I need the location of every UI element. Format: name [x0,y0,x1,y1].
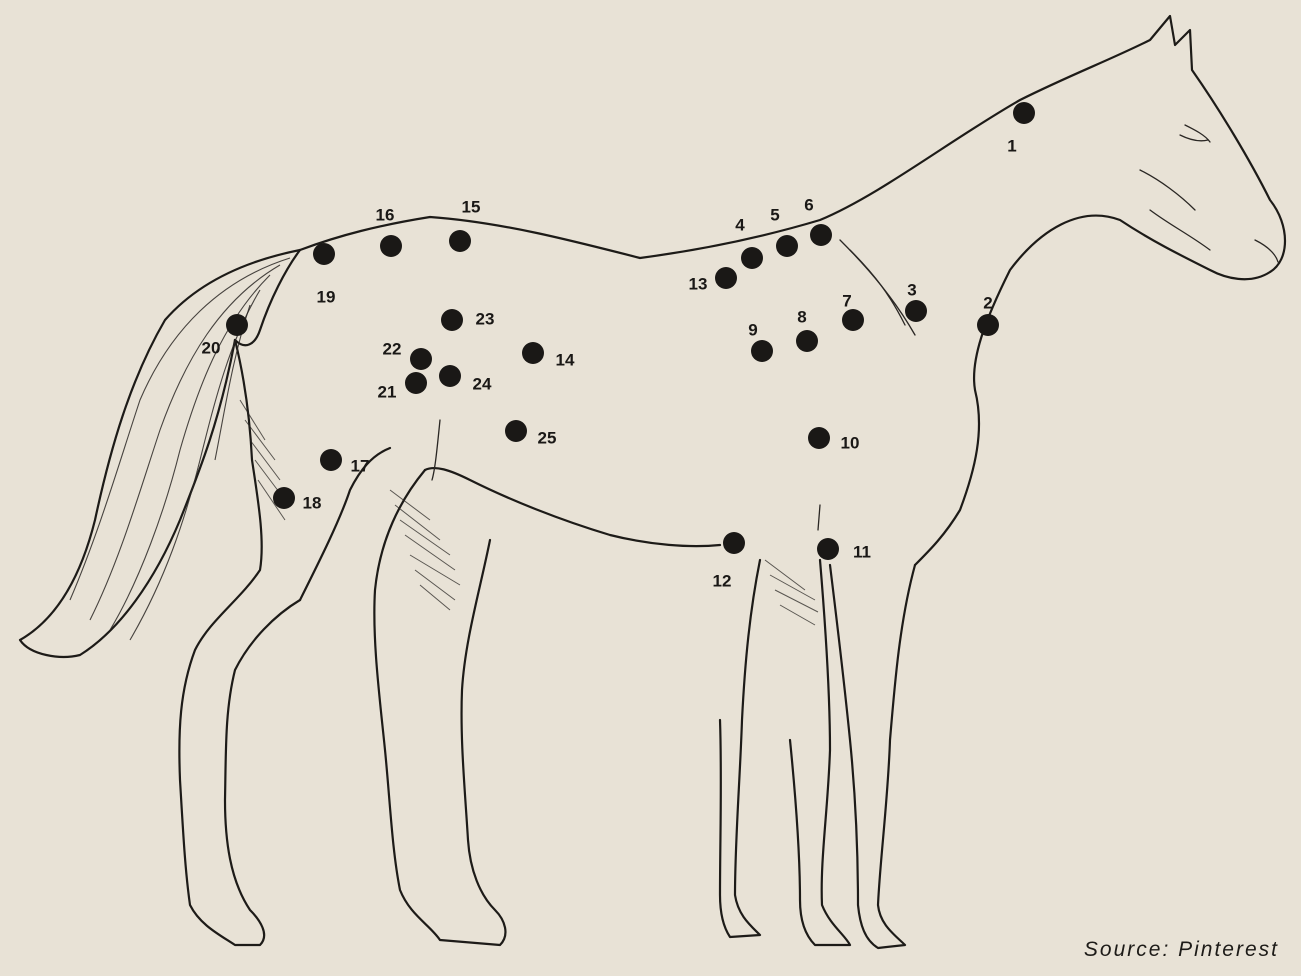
point-marker-25 [505,420,527,442]
point-marker-21 [405,372,427,394]
point-marker-2 [977,314,999,336]
point-marker-20 [226,314,248,336]
point-marker-23 [441,309,463,331]
point-marker-18 [273,487,295,509]
point-marker-7 [842,309,864,331]
horse-shading [240,400,818,625]
point-label-23: 23 [476,309,495,328]
point-marker-8 [796,330,818,352]
horse-outline [179,16,1285,948]
point-marker-10 [808,427,830,449]
point-marker-1 [1013,102,1035,124]
point-marker-16 [380,235,402,257]
point-marker-15 [449,230,471,252]
point-label-15: 15 [462,197,481,216]
point-label-16: 16 [376,205,395,224]
point-label-12: 12 [713,571,732,590]
point-label-8: 8 [797,307,806,326]
point-marker-14 [522,342,544,364]
point-label-20: 20 [202,338,221,357]
point-label-21: 21 [378,382,397,401]
point-label-1: 1 [1007,136,1016,155]
point-label-3: 3 [907,280,916,299]
point-label-11: 11 [853,542,871,561]
point-marker-17 [320,449,342,471]
source-caption: Source: Pinterest [1084,938,1279,962]
point-label-13: 13 [689,274,708,293]
point-label-17: 17 [351,456,370,475]
point-label-6: 6 [804,195,813,214]
point-label-4: 4 [735,215,745,234]
point-marker-12 [723,532,745,554]
point-label-5: 5 [770,205,779,224]
point-marker-13 [715,267,737,289]
point-marker-24 [439,365,461,387]
point-label-18: 18 [303,493,322,512]
point-label-24: 24 [473,374,492,393]
point-marker-3 [905,300,927,322]
point-marker-11 [817,538,839,560]
point-marker-4 [741,247,763,269]
point-marker-6 [810,224,832,246]
point-label-7: 7 [842,291,851,310]
point-label-19: 19 [317,287,336,306]
point-marker-5 [776,235,798,257]
point-label-14: 14 [556,350,575,369]
point-label-22: 22 [383,339,402,358]
point-label-9: 9 [748,320,757,339]
point-label-25: 25 [538,428,557,447]
point-marker-19 [313,243,335,265]
point-label-2: 2 [983,293,992,312]
acupuncture-points: 1234567891011121314151617181920212223242… [202,102,1035,590]
point-marker-9 [751,340,773,362]
point-marker-22 [410,348,432,370]
tail [20,250,300,657]
point-label-10: 10 [841,433,860,452]
